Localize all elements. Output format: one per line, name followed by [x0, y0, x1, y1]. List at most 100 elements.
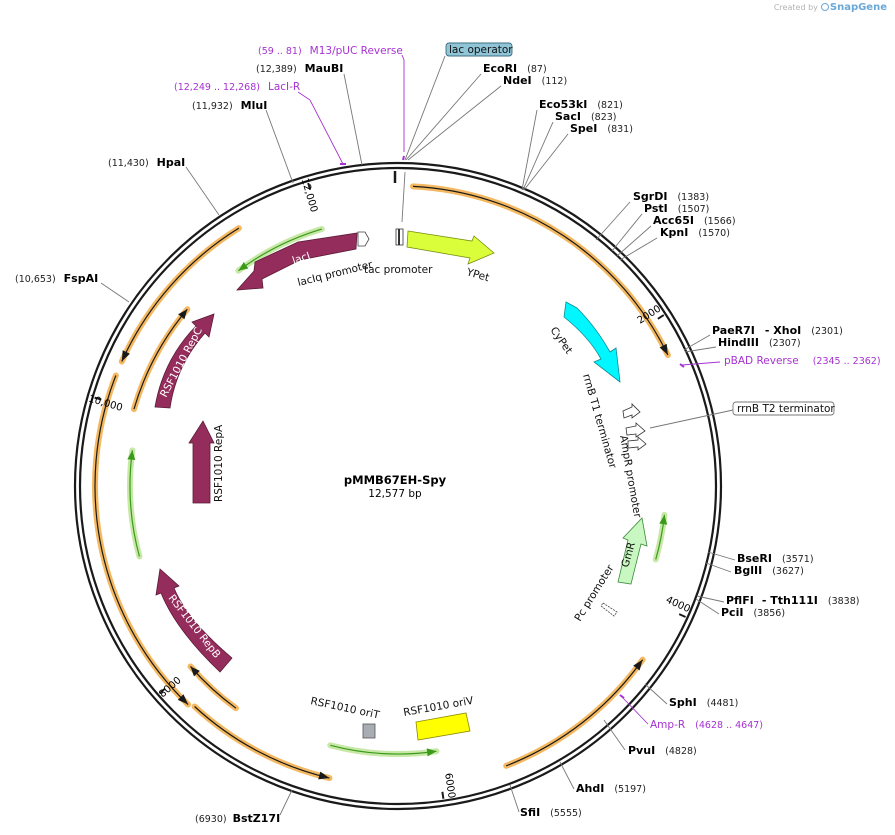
feature-tac-promoter-label: tac promoter	[364, 264, 433, 276]
site-hpai[interactable]: (11,430)HpaI	[108, 156, 185, 169]
orf-arrowhead	[238, 261, 249, 271]
boxed-labels: lac operator rrnB T2 terminator	[445, 42, 835, 416]
site-mlui[interactable]: (11,932)MluI	[192, 99, 267, 112]
rrnb-t2-terminator-box[interactable]	[732, 401, 835, 416]
site-paer7i-xhoi[interactable]: PaeR7I- XhoI(2301)	[712, 324, 843, 337]
site-ecori[interactable]: EcoRI(87)	[483, 62, 547, 75]
backbone	[73, 161, 723, 811]
feature-pc-promoter[interactable]	[600, 602, 618, 617]
orf-arc[interactable]	[194, 706, 330, 779]
site-ndei[interactable]: NdeI(112)	[503, 74, 567, 87]
site-spei[interactable]: SpeI(831)	[570, 122, 633, 135]
primer-amp-r[interactable]: Amp-R(4628 .. 4647)	[650, 719, 763, 731]
site-psti[interactable]: PstI(1507)	[644, 202, 709, 215]
primer-pbad-reverse[interactable]: pBAD Reverse(2345 .. 2362)	[724, 355, 881, 367]
feature-rsf1010-repa[interactable]	[188, 420, 215, 504]
orf-arc-glow	[191, 703, 333, 782]
feature-gmr[interactable]	[617, 517, 648, 585]
feature-rsf1010-repc[interactable]	[154, 313, 215, 409]
feature-rsf1010-orit[interactable]	[362, 723, 376, 739]
orf-arrowhead	[178, 309, 188, 320]
tick-mark	[657, 314, 665, 320]
orf-arrowhead	[127, 450, 136, 461]
site-bglii[interactable]: BglII(3627)	[734, 564, 804, 577]
site-pcii[interactable]: PciI(3856)	[721, 606, 785, 619]
backbone-outer-circle	[73, 161, 723, 811]
feature-rrnb-t1-terminator-label: rrnB T1 terminator	[580, 373, 619, 471]
plasmid-name: pMMB67EH-Spy	[344, 473, 447, 487]
feature-rrnb-t1-terminator[interactable]	[622, 403, 641, 419]
feature-rsf1010-repb-label: RSF1010 RepB	[166, 592, 223, 660]
snapgene-name: SnapGene	[829, 2, 887, 13]
orf-arrowhead	[659, 343, 668, 356]
leader-saci	[522, 121, 554, 191]
orf-arrowhead	[426, 748, 437, 757]
feature-rsf1010-repb[interactable]	[155, 568, 233, 673]
feature-rsf1010-orit-label: RSF1010 oriT	[309, 695, 381, 721]
leader-pcii	[695, 598, 720, 615]
orf-arrowhead	[190, 666, 200, 677]
site-acc65i[interactable]: Acc65I(1566)	[653, 214, 736, 227]
feature-laciq-promoter-label: lacIq promoter	[296, 259, 374, 289]
feature-laciq-promoter[interactable]	[357, 231, 370, 247]
leader-ndei	[407, 85, 502, 161]
site-pvui[interactable]: PvuI(4828)	[628, 744, 697, 757]
leader-lac-operator	[404, 55, 446, 161]
site-saci[interactable]: SacI(823)	[555, 110, 617, 123]
tick-label: 12,000	[299, 177, 319, 214]
primer-mark-m13	[402, 155, 405, 161]
site-fspai[interactable]: (10,653)FspAI	[15, 272, 98, 285]
leader-sfii	[509, 784, 520, 813]
leader-maubi	[343, 73, 363, 166]
orf-arc-glow	[127, 447, 143, 560]
tick-label: 4000	[664, 595, 692, 616]
feature-ypet[interactable]	[406, 230, 495, 265]
leader-hindiii	[684, 346, 717, 353]
orf-arc[interactable]	[412, 185, 669, 356]
feature-cypet[interactable]	[563, 301, 621, 383]
site-kpni[interactable]: KpnI(1570)	[660, 226, 730, 239]
site-sfii[interactable]: SfiI(5555)	[520, 806, 582, 819]
feature-ypet-label: YPet	[464, 266, 490, 284]
lac-operator-box[interactable]	[445, 42, 513, 57]
feature-ampr-promoter[interactable]	[627, 436, 647, 451]
leader-pvui	[603, 719, 626, 751]
feature-cypet-label: CyPet	[548, 325, 575, 357]
feature-rrnb-t2-terminator[interactable]	[625, 422, 646, 438]
leader-sgrdi	[595, 201, 631, 241]
orf-arcs	[92, 183, 671, 782]
orf-arc-glow	[92, 372, 192, 708]
leader-pbad-reverse	[681, 361, 721, 366]
orf-arc[interactable]	[133, 308, 188, 410]
leader-sphi	[644, 683, 668, 705]
feature-rsf1010-oriv[interactable]	[415, 712, 471, 741]
leader-ecori	[405, 73, 482, 161]
leader-fspai	[100, 282, 130, 303]
feature-laci[interactable]	[236, 232, 358, 291]
snapgene-logo-icon	[820, 3, 829, 11]
site-sphi[interactable]: SphI(4481)	[669, 696, 738, 709]
site-maubi[interactable]: (12,389)MauBI	[256, 62, 343, 75]
orf-arc[interactable]	[121, 227, 240, 362]
site-ahdi[interactable]: AhdI(5197)	[576, 782, 646, 795]
site-bstz17i[interactable]: (6930)BstZ17I	[195, 812, 280, 825]
site-pflfi-tth111i[interactable]: PflFI- Tth111I(3838)	[726, 594, 859, 607]
tick-mark	[94, 396, 102, 401]
leader-hpai	[185, 166, 220, 216]
leader-psti	[611, 213, 643, 252]
leader-bglii	[705, 562, 732, 573]
site-bseri[interactable]: BseRI(3571)	[737, 552, 814, 565]
primer-m13-puc-reverse[interactable]: (59 .. 81)M13/pUC Reverse	[258, 45, 403, 57]
restriction-sites: EcoRI(87) NdeI(112) Eco53kI(821) SacI(82…	[15, 62, 859, 825]
site-sgrdi[interactable]: SgrDI(1383)	[633, 190, 709, 203]
site-hindiii[interactable]: HindIII(2307)	[718, 336, 801, 349]
primer-laci-r[interactable]: (12,249 .. 12,268)LacI-R	[174, 81, 300, 93]
leader-bstz17i	[279, 789, 293, 816]
site-eco53ki[interactable]: Eco53kI(821)	[539, 98, 623, 111]
leader-ahdi	[559, 761, 575, 790]
orf-arrowhead	[633, 659, 643, 671]
orf-arc[interactable]	[94, 375, 189, 705]
primer-mark-pbad	[679, 363, 685, 368]
orf-arc[interactable]	[505, 659, 644, 767]
